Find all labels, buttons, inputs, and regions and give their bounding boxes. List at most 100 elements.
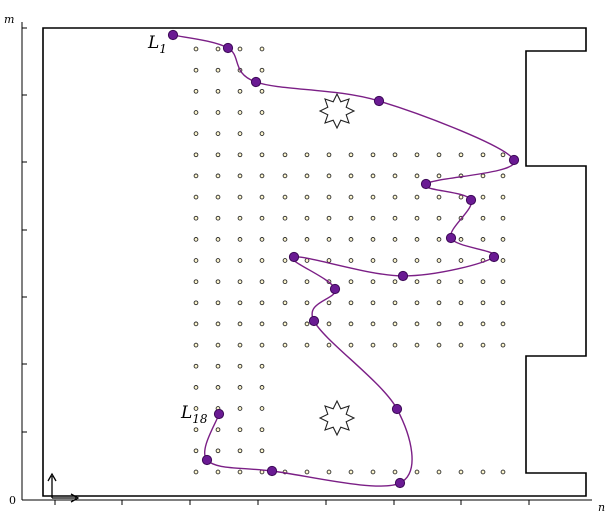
grid-point — [215, 173, 221, 179]
grid-point — [370, 279, 376, 285]
grid-point — [282, 321, 288, 327]
grid-point — [370, 342, 376, 348]
grid-points — [193, 46, 506, 475]
grid-point — [414, 321, 420, 327]
grid-point — [237, 342, 243, 348]
waypoint — [213, 408, 225, 420]
grid-point — [392, 300, 398, 306]
grid-point — [414, 258, 420, 263]
grid-point — [215, 131, 221, 136]
grid-point — [259, 321, 265, 327]
grid-point — [304, 300, 310, 306]
waypoint — [465, 194, 477, 206]
grid-point — [392, 342, 398, 348]
grid-point — [282, 152, 288, 158]
star-shape — [318, 399, 356, 437]
grid-point — [392, 469, 398, 475]
grid-point — [326, 342, 332, 348]
grid-point — [215, 152, 221, 158]
grid-point — [237, 385, 243, 390]
grid-point — [259, 258, 265, 263]
grid-point — [193, 279, 199, 285]
grid-point — [500, 215, 506, 221]
grid-point — [237, 321, 243, 327]
grid-point — [215, 46, 221, 52]
grid-point — [193, 448, 199, 454]
grid-point — [237, 469, 243, 475]
grid-point — [480, 469, 486, 475]
grid-point — [259, 342, 265, 348]
grid-point — [500, 258, 506, 263]
grid-point — [259, 363, 265, 369]
grid-point — [193, 88, 199, 94]
grid-point — [193, 67, 199, 73]
grid-point — [215, 300, 221, 306]
grid-point — [259, 237, 265, 242]
grid-point — [259, 406, 265, 411]
label-start: L1 — [147, 33, 167, 56]
label-end: L18 — [180, 403, 208, 426]
grid-point — [480, 237, 486, 242]
grid-point — [458, 300, 464, 306]
grid-point — [193, 321, 199, 327]
grid-point — [414, 342, 420, 348]
waypoints — [167, 29, 520, 489]
grid-point — [458, 321, 464, 327]
grid-point — [480, 173, 486, 179]
grid-point — [436, 469, 442, 475]
grid-point — [436, 321, 442, 327]
waypoint — [288, 251, 300, 263]
grid-point — [215, 258, 221, 263]
grid-point — [436, 215, 442, 221]
grid-point — [436, 258, 442, 263]
grid-point — [392, 258, 398, 263]
grid-point — [436, 194, 442, 200]
grid-point — [436, 279, 442, 285]
grid-point — [370, 469, 376, 475]
grid-point — [370, 215, 376, 221]
grid-point — [392, 173, 398, 179]
grid-point — [215, 342, 221, 348]
grid-point — [282, 258, 288, 263]
grid-point — [348, 215, 354, 221]
grid-point — [237, 237, 243, 242]
grid-point — [414, 194, 420, 200]
grid-point — [237, 448, 243, 454]
grid-point — [259, 131, 265, 136]
grid-point — [304, 279, 310, 285]
grid-point — [282, 194, 288, 200]
waypoint — [308, 315, 320, 327]
grid-point — [500, 342, 506, 348]
y-axis-ticks — [22, 27, 27, 433]
grid-point — [304, 469, 310, 475]
grid-point — [458, 237, 464, 242]
east-arrow-icon — [52, 493, 80, 503]
grid-point — [193, 46, 199, 52]
grid-point — [282, 279, 288, 285]
grid-point — [392, 215, 398, 221]
grid-point — [259, 152, 265, 158]
grid-point — [480, 321, 486, 327]
grid-point — [237, 88, 243, 94]
grid-point — [500, 300, 506, 306]
grid-point — [304, 194, 310, 200]
waypoint — [397, 270, 409, 282]
grid-point — [215, 279, 221, 285]
waypoint — [266, 465, 278, 477]
grid-point — [500, 321, 506, 327]
grid-point — [259, 173, 265, 179]
grid-point — [348, 237, 354, 242]
grid-point — [304, 215, 310, 221]
waypoint — [373, 95, 385, 107]
grid-point — [370, 258, 376, 263]
grid-point — [193, 110, 199, 115]
grid-point — [237, 427, 243, 433]
grid-point — [193, 385, 199, 390]
grid-point — [193, 406, 199, 411]
grid-point — [370, 321, 376, 327]
grid-point — [458, 258, 464, 263]
grid-point — [215, 110, 221, 115]
grid-point — [193, 131, 199, 136]
grid-point — [259, 427, 265, 433]
